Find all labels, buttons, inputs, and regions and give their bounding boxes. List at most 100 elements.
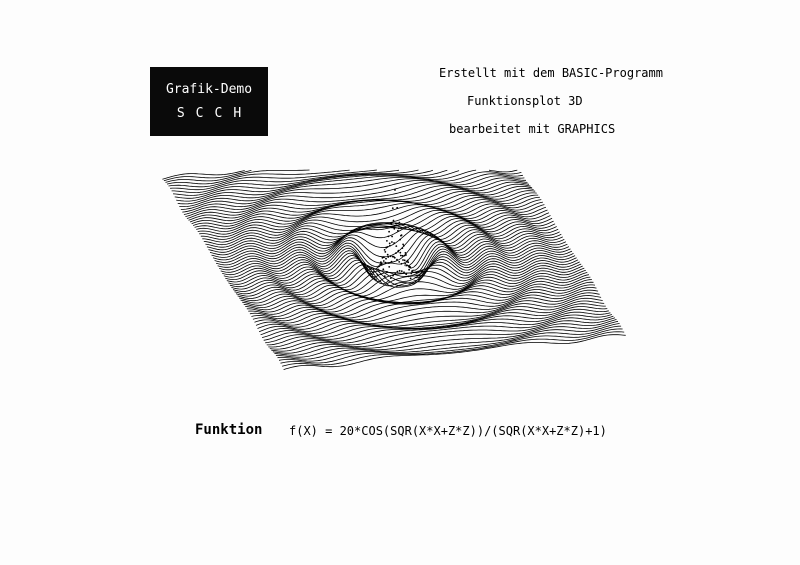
peak-dot (378, 269, 381, 272)
caption-line-2: Funktionsplot 3D (467, 94, 583, 108)
mesh-line (275, 320, 619, 358)
mesh-line (205, 209, 548, 248)
mesh-line (196, 194, 539, 232)
mesh-line (189, 185, 533, 223)
mesh-line (168, 169, 377, 188)
mesh-line (176, 170, 460, 202)
peak-dot (380, 263, 383, 266)
mesh-line (263, 303, 606, 341)
peak-dot (386, 271, 388, 273)
peak-dot (393, 227, 396, 230)
mesh-line (197, 196, 540, 235)
mesh-line (219, 233, 562, 271)
peak-dot (405, 273, 408, 276)
peak-dot (389, 244, 391, 247)
peak-dot (393, 242, 395, 244)
peak-dot (388, 242, 391, 245)
mesh-line (208, 215, 551, 253)
mesh-line (278, 325, 622, 362)
mesh-line (192, 190, 536, 227)
peak-dot (389, 222, 392, 225)
mesh-line (265, 306, 608, 344)
peak-dot (406, 264, 408, 266)
mesh-line (261, 300, 605, 338)
mesh-line (245, 272, 588, 311)
mesh-line (249, 279, 592, 317)
peak-dot (405, 254, 407, 256)
mesh-line (171, 169, 419, 193)
peak-dot (386, 253, 389, 256)
mesh-line (281, 331, 625, 367)
caption-line-3: bearbeitet mit GRAPHICS (449, 122, 616, 136)
peak-dot (395, 224, 398, 227)
function-formula: f(X) = 20*COS(SQR(X*X+Z*Z))/(SQR(X*X+Z*Z… (289, 424, 607, 438)
mesh-line (185, 179, 528, 217)
peak-dot (394, 272, 397, 275)
mesh-line (235, 259, 579, 297)
peak-dot (403, 259, 406, 262)
peak-dot (397, 227, 400, 230)
function-label: Funktion (195, 422, 263, 438)
peak-dot (384, 251, 387, 253)
peak-dot (394, 222, 397, 225)
surface-mesh (162, 169, 626, 370)
mesh-line (274, 319, 617, 356)
peak-dot (396, 206, 399, 209)
peak-dot (409, 277, 412, 280)
mesh-line (234, 257, 577, 295)
mesh-line (194, 192, 537, 230)
mesh-line (240, 265, 583, 304)
mesh-line (177, 169, 518, 205)
title-line-2: SCCH (176, 105, 253, 121)
mesh-line (162, 170, 245, 180)
peak-dot (408, 268, 410, 271)
peak-dot (406, 259, 409, 262)
peak-dot (385, 257, 387, 260)
mesh-line (170, 169, 400, 191)
peak-dot (388, 230, 390, 233)
mesh-line (173, 169, 434, 196)
peak-dot (389, 277, 392, 279)
center-peak (376, 189, 414, 282)
peak-dot (394, 189, 396, 191)
peak-dot (382, 268, 385, 271)
mesh-line (225, 242, 568, 281)
mesh-line (206, 212, 550, 251)
mesh-line (209, 217, 553, 256)
mesh-line (271, 315, 614, 352)
peak-dot (385, 246, 388, 249)
mesh-line (226, 245, 570, 283)
mesh-line (232, 255, 576, 292)
peak-dot (407, 275, 410, 278)
peak-dot (402, 245, 405, 247)
peak-dot (407, 261, 410, 264)
title-box: Grafik-Demo SCCH (150, 67, 268, 136)
mesh-line (239, 263, 582, 302)
peak-dot (395, 245, 398, 248)
peak-dot (399, 254, 402, 257)
mesh-line (191, 188, 534, 225)
peak-dot (380, 261, 382, 264)
mesh-line (202, 204, 545, 243)
peak-dot (401, 247, 404, 250)
peak-dot (397, 229, 399, 232)
peak-dot (383, 256, 385, 259)
mesh-line (272, 317, 616, 354)
mesh-line (280, 328, 623, 364)
peak-dot (393, 256, 396, 259)
peak-dot (400, 234, 402, 237)
mesh-line (231, 252, 574, 290)
peak-dot (402, 259, 404, 261)
peak-dot (379, 263, 382, 266)
mesh-line (223, 240, 567, 278)
mesh-line (163, 170, 252, 182)
mesh-line (257, 292, 600, 329)
peak-dot (388, 262, 390, 264)
peak-dot (402, 243, 404, 246)
mesh-line (255, 289, 599, 326)
peak-dot (410, 272, 413, 275)
mesh-line (243, 269, 586, 309)
peak-dot (388, 266, 391, 268)
peak-dot (403, 271, 405, 274)
peak-dot (387, 235, 390, 238)
